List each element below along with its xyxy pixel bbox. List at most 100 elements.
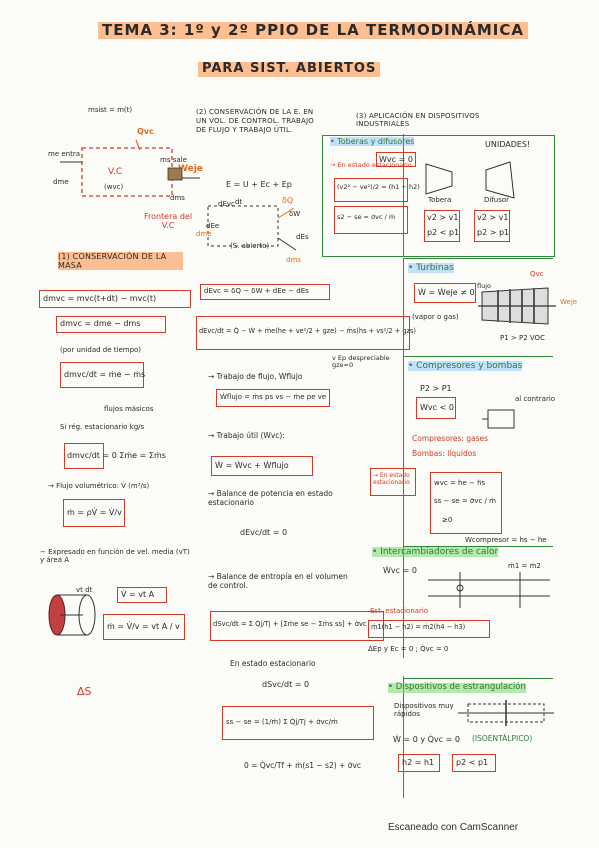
- tobera-label: Tobera: [428, 196, 452, 204]
- sabierto-label: (S. abierto): [230, 242, 270, 250]
- delta-s-label: ΔS: [77, 685, 92, 698]
- wvc0-label: Ẇvc = 0: [383, 566, 417, 575]
- turbinas-heading: • Turbinas: [408, 263, 454, 274]
- dms-mid-label: dms: [286, 256, 301, 264]
- vdt-label: vt dt: [76, 586, 93, 594]
- ss-eq: ss − se = (1/ṁ) Σ Q̇j/Tj + σ̇vc/ṁ: [226, 718, 338, 726]
- intercamb-heading: • Intercambiadores de calor: [372, 547, 499, 558]
- expresado-label: − Expresado en función de vel. media (vT…: [40, 548, 190, 565]
- isoentalpico-label: (ISOENTÁLPICO): [472, 734, 533, 743]
- qvc-label: Qvc: [137, 127, 154, 136]
- wcompresor-label: Wcompresor = hs − he: [465, 536, 547, 544]
- scanner-watermark: Escaneado con CamScanner: [388, 822, 519, 833]
- dEe-label: dEe: [206, 222, 220, 230]
- pipe-diagram: [48, 594, 96, 636]
- control-volume-diagram: [60, 139, 200, 197]
- dEvc-label: dEvc: [218, 200, 235, 208]
- comp-gases-label: Compresores: gases: [412, 434, 489, 443]
- est-interc-label: Est. estacionario: [370, 607, 429, 615]
- turb-eq: Ẇ = Ẇeje ≠ 0: [418, 288, 475, 297]
- heat-exchanger-diagram: [428, 572, 550, 608]
- energy-eq-1: dEvc = δQ − δW + dEe − dEs: [204, 287, 309, 295]
- est-estac-label: → En estado estacionario: [373, 472, 410, 486]
- mdot-rho-eq: ṁ = ρV̇ = V̇/v: [67, 508, 122, 517]
- mass-eq-2: dmvc = dme − dms: [60, 319, 141, 328]
- useful-work-label: → Trabajo útil (Wvc):: [208, 431, 285, 440]
- bombas-label: Bombas: líquidos: [412, 449, 477, 458]
- page-title: TEMA 3: 1º y 2º PPIO DE LA TERMODINÁMICA: [98, 21, 529, 40]
- difusor-v: v2 > v1: [477, 213, 509, 222]
- estrangul-heading: • Dispositivos de estrangulación: [388, 682, 526, 693]
- comp-p: P2 > P1: [420, 384, 452, 393]
- throttle-diagram: [458, 700, 554, 726]
- flujo-vol-label: → Flujo volumétrico: V̇ (m³/s): [48, 482, 150, 490]
- weje-label: Weje: [178, 164, 203, 174]
- tobera-ent-eq: s2 − se = σ̇vc / ṁ: [337, 213, 396, 221]
- steady-eq: dSvc/dt = 0: [262, 680, 310, 689]
- page-subtitle: PARA SIST. ABIERTOS: [198, 61, 381, 77]
- estr-p: p2 < p1: [456, 758, 489, 767]
- me-entra-label: me entra: [48, 150, 81, 158]
- comp-w: Wvc < 0: [420, 403, 454, 412]
- tobera-eq: (v2² − ve²)/2 = (h1 − h2): [337, 183, 420, 191]
- compresores-heading: • Compresores y bombas: [408, 361, 523, 372]
- power-balance-label: → Balance de potencia en estado estacion…: [208, 489, 333, 507]
- mass-eq-1: dmvc = mvc(t+dt) − mvc(t): [43, 294, 157, 303]
- energy-def: E = U + Ec + Ep: [226, 180, 292, 189]
- difusor-p: p2 > p1: [477, 228, 510, 237]
- compressor-diagram: [482, 409, 515, 429]
- useful-work-eq: Ẇ = Ẇvc + Ẇflujo: [215, 461, 289, 470]
- disp-text: Dispositivos muy rápidos: [394, 702, 454, 719]
- tobera-v: v2 > v1: [427, 213, 459, 222]
- wvc-label: (wvc): [104, 183, 124, 191]
- final-eq: 0 = Q̇vc/Tf + ṁ(s1 − s2) + σ̇vc: [244, 761, 362, 770]
- comp-eq-2: ss − se = σ̇vc / ṁ: [434, 497, 496, 505]
- estr-h: h2 = h1: [402, 758, 435, 767]
- flow-work-eq: Ẇflujo = ṁs ps vs − ṁe pe ve: [220, 393, 327, 401]
- turb-qvc: Qvc: [530, 270, 544, 278]
- comp-eq-1: wvc = he − hs: [434, 479, 486, 487]
- flow-work-label: → Trabajo de flujo, Wflujo: [208, 372, 303, 381]
- frontera-label: Frontera del V.C: [143, 212, 193, 231]
- dme-label: dme: [53, 178, 69, 186]
- entropy-balance-label: → Balance de entropía en el volumen de c…: [208, 572, 348, 590]
- turb-weje: Weje: [560, 298, 578, 306]
- vdot-va-eq: V̇ = vt A: [121, 590, 155, 599]
- difusor-label: Difusor: [484, 196, 510, 204]
- ep-note: v Ep despreciable gze=0: [332, 354, 390, 370]
- section-3-title: (3) APLICACIÓN EN DISPOSITIVOS INDUSTRIA…: [356, 112, 480, 129]
- turb-p: P1 > P2 VOC: [500, 334, 545, 342]
- ms-sale-label: ms sale: [160, 156, 187, 164]
- msist-label: msist = m(t): [88, 106, 133, 114]
- steady-title: En estado estacionario: [230, 659, 316, 668]
- mass-rate-eq: dmvc/dt = ṁe − ṁs: [64, 370, 146, 379]
- vapor-label: (vapor o gas): [412, 313, 459, 321]
- turbine-diagram: [478, 287, 556, 325]
- tobera-p: p2 < p1: [427, 228, 460, 237]
- toberas-heading: • Toberas y difusores: [330, 137, 415, 147]
- power-eq: dEvc/dt = 0: [240, 528, 288, 537]
- entropy-eq: dSvc/dt = Σ Q̇j/Tj + [Σṁe se − Σṁs ss] +…: [213, 620, 367, 628]
- interc-eq: ṁ1(h1 − h2) = ṁ2(h4 − h3): [371, 623, 466, 631]
- mdot-va-eq: ṁ = V̇/v = vt A / v: [107, 622, 180, 631]
- per-time-label: (por unidad de tiempo): [60, 346, 142, 354]
- estacionario-label: Si rég. estacionario kg/s: [60, 423, 145, 431]
- m1m2-label: ṁ1 = ṁ2: [508, 562, 541, 570]
- section-1-title: (1) CONSERVACIÓN DE LA MASA: [58, 252, 183, 271]
- vc-label: V.C: [108, 167, 123, 177]
- energy-cv-diagram: [207, 205, 297, 251]
- energy-rate-eq: dEvc/dt = Q̇ − Ẇ + ṁe(he + ve²/2 + gze) …: [199, 327, 416, 335]
- flujos-label: flujos másicos: [104, 405, 154, 413]
- interc-note: ΔEp y Ec = 0 ; Q̇vc = 0: [368, 645, 449, 653]
- dW-label: δW: [289, 210, 301, 218]
- dt-label: dt: [235, 198, 243, 206]
- so-label: ≥0: [442, 516, 453, 524]
- al-contrario-label: al contrario: [515, 395, 556, 403]
- unidades-label: UNIDADES!: [485, 140, 531, 149]
- turb-flujo: flujo: [477, 282, 491, 290]
- dms-label: dms: [170, 194, 185, 202]
- dQ-label: δQ: [282, 196, 294, 205]
- en-estado-label: → En estado estacionario: [330, 161, 412, 169]
- dEs-label: dEs: [296, 233, 309, 241]
- estr-eq: Ẇ = 0 y Q̇vc = 0: [393, 735, 460, 744]
